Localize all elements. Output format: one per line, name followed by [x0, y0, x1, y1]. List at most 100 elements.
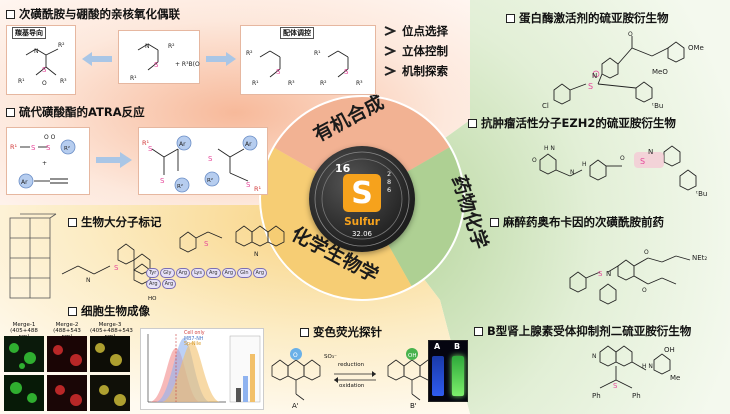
med-sector-bg	[362, 0, 730, 414]
svg-text:N: N	[592, 353, 597, 360]
svg-text:R¹: R¹	[10, 143, 18, 151]
svg-text:O: O	[644, 249, 649, 256]
svg-text:R²: R²	[168, 43, 175, 50]
svg-text:MeO: MeO	[652, 68, 668, 76]
svg-text:R²: R²	[246, 50, 253, 57]
chevron-icon	[384, 46, 396, 56]
svg-text:S: S	[344, 68, 349, 76]
svg-text:ᵗBu: ᵗBu	[652, 102, 663, 108]
peptide-residue: Gly	[160, 268, 175, 278]
peptide-residue: Arg	[252, 268, 268, 278]
svg-text:R³: R³	[288, 80, 295, 87]
svg-text:S: S	[204, 240, 209, 248]
svg-text:OH: OH	[408, 353, 416, 359]
bullet-site-selectivity: 位点选择	[384, 23, 448, 39]
heading-atra: 硫代磺酸酯的ATRA反应	[6, 104, 145, 120]
heading-fluorescent-probe: 变色荧光探针	[300, 324, 382, 340]
svg-text:O: O	[293, 352, 298, 359]
svg-text:N: N	[592, 72, 597, 80]
svg-text:O O: O O	[44, 134, 56, 141]
chevron-icon	[384, 26, 396, 36]
svg-text:O: O	[42, 80, 47, 87]
probe-oxidized-icon: O	[271, 348, 321, 401]
svg-text:S: S	[640, 157, 645, 166]
svg-text:S: S	[154, 61, 159, 69]
svg-text:N: N	[86, 277, 91, 284]
electron-orbit-icon	[314, 151, 410, 247]
svg-text:OMe: OMe	[688, 44, 704, 52]
svg-text:+ R³B(OH)₂: + R³B(OH)₂	[175, 61, 200, 68]
ligand-controlled-tag: 配体调控	[280, 27, 314, 39]
probe-right-label: B'	[410, 402, 417, 410]
svg-text:S: S	[598, 270, 603, 278]
heading-beta-blocker: B型肾上腺素受体抑制剂二硫亚胺衍生物	[474, 323, 691, 339]
peptide-residue: Gln	[237, 268, 252, 278]
svg-text:NEt₂: NEt₂	[692, 254, 707, 262]
arrow-left-icon	[82, 52, 112, 66]
electron-shells: 2 8 6	[387, 170, 392, 194]
svg-text:R³: R³	[356, 80, 363, 87]
probe-left-label: A'	[292, 402, 299, 410]
svg-text:Cl: Cl	[542, 102, 549, 108]
svg-text:O: O	[620, 155, 625, 162]
atra-reactants-icon: R¹ S S R² O O + Ar	[10, 134, 76, 189]
svg-text:R¹: R¹	[314, 50, 321, 57]
svg-text:O: O	[628, 31, 633, 38]
beta-blocker-structure-icon: N H N OH Me S Ph Ph	[592, 345, 680, 400]
protease-activator-structure-icon: O S N Cl OMe MeO ᵗBu	[542, 31, 704, 108]
svg-text:R¹: R¹	[18, 78, 25, 85]
svg-text:Ph: Ph	[592, 392, 601, 400]
checkbox-icon	[490, 217, 499, 227]
svg-text:R³: R³	[60, 78, 67, 85]
svg-text:Ar: Ar	[245, 141, 252, 148]
bullet-stereocontrol: 立体控制	[384, 43, 448, 59]
svg-text:S: S	[613, 382, 618, 390]
heading-ezh2: 抗肿瘤活性分子EZH2的硫亚胺衍生物	[468, 115, 676, 131]
starting-material-box	[118, 30, 200, 84]
ezh2-structure-icon: H N O N H O S N ᵗBu	[532, 145, 707, 198]
svg-text:R²: R²	[320, 80, 327, 87]
svg-text:S: S	[148, 145, 153, 153]
svg-text:N: N	[145, 43, 150, 50]
oxidation-label: oxidation	[339, 383, 365, 389]
arrow-right-icon	[96, 152, 132, 168]
svg-text:Ar: Ar	[21, 179, 28, 186]
svg-text:Me: Me	[670, 374, 680, 382]
reduction-label: reduction	[338, 362, 365, 368]
heading-biomacro-labeling: 生物大分子标记	[68, 214, 162, 230]
svg-text:S: S	[46, 144, 51, 152]
svg-text:S: S	[208, 155, 213, 163]
svg-text:N: N	[34, 48, 39, 55]
svg-text:H N: H N	[642, 363, 653, 370]
svg-text:N: N	[648, 148, 653, 156]
peptide-residue: Arg	[175, 268, 191, 278]
ligand-products-icon: S S R² R¹ R¹ R³ R² R³	[246, 50, 363, 87]
svg-text:S: S	[31, 144, 36, 152]
redox-arrows-icon	[334, 371, 376, 383]
flow-legend: Cell only MB7-NH Sp-Nile	[184, 331, 205, 348]
heading-sulfenamide-coupling: 次磺酰胺与硼酸的亲核氧化偶联	[6, 6, 180, 22]
svg-text:S: S	[276, 68, 281, 76]
peptide-residue: Tyr	[146, 268, 160, 278]
element-symbol: S	[343, 174, 381, 212]
heading-protease-activator: 蛋白酶激活剂的硫亚胺衍生物	[506, 10, 669, 26]
svg-text:ᵗBu: ᵗBu	[696, 190, 707, 198]
checkbox-icon	[68, 217, 77, 227]
sulfenamide-reactant-icon: S N R¹ R² + R³B(OH)₂	[130, 43, 200, 82]
cooh-label: HO	[148, 296, 157, 302]
cell-scaffold-icon	[9, 213, 57, 299]
carbonyl-directed-tag: 羰基导向	[12, 27, 46, 39]
oxybuprocaine-prodrug-icon: S N O NEt₂ O	[569, 249, 707, 305]
peptide-residue: Arg	[205, 268, 221, 278]
checkbox-icon	[68, 306, 77, 316]
med-wedge	[362, 147, 464, 287]
svg-text:R¹: R¹	[252, 80, 259, 87]
svg-text:Ar: Ar	[179, 141, 186, 148]
checkbox-icon	[474, 326, 483, 336]
vial-b-label: B	[454, 342, 461, 351]
heading-oxybuprocaine: 麻醉药奥布卡因的次磺酰胺前药	[490, 214, 664, 230]
vial-a	[432, 356, 444, 396]
peptide-residue: Lys	[191, 268, 205, 278]
element-mass: 32.06	[351, 230, 373, 238]
